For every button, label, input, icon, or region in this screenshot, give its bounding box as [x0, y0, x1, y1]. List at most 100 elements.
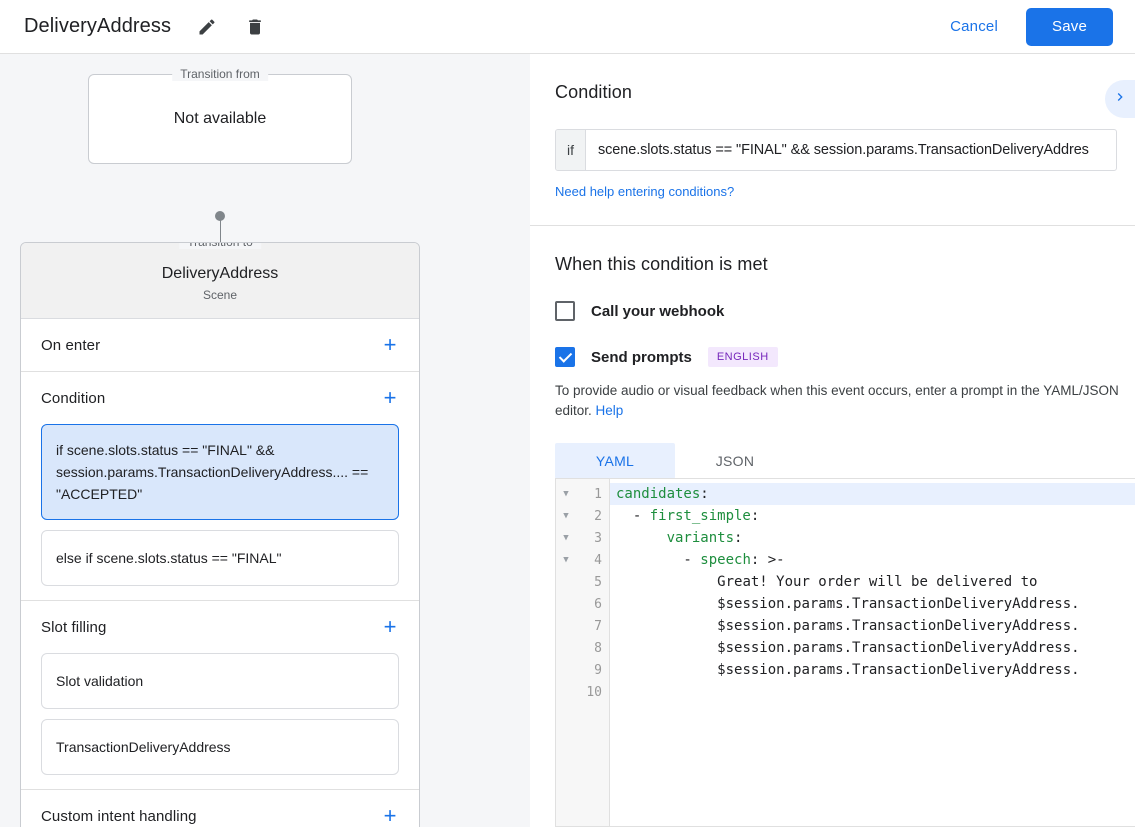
line-number: 3: [594, 530, 602, 546]
line-number: 6: [594, 596, 602, 612]
pencil-icon: [197, 17, 217, 37]
list-item-condition-else[interactable]: else if scene.slots.status == "FINAL": [41, 530, 399, 586]
section-title-condition: Condition: [41, 389, 106, 407]
fold-arrow-icon[interactable]: ▼: [563, 555, 569, 565]
editor-code-line: $session.params.TransactionDeliveryAddre…: [610, 637, 1135, 659]
line-number: 4: [594, 552, 602, 568]
prompts-description-text: To provide audio or visual feedback when…: [555, 383, 1119, 418]
code-indent: [616, 662, 717, 678]
editor-code-line: variants:: [610, 527, 1135, 549]
trash-icon: [245, 17, 265, 37]
section-title-slot-filling: Slot filling: [41, 618, 107, 636]
line-number: 10: [586, 684, 602, 700]
editor-code-line: candidates:: [610, 483, 1135, 505]
section-header-slot-filling[interactable]: Slot filling +: [21, 601, 419, 653]
condition-input[interactable]: [586, 130, 1116, 170]
tab-json[interactable]: JSON: [715, 453, 755, 469]
edit-name-button[interactable]: [193, 13, 221, 41]
add-custom-intent-icon[interactable]: +: [383, 803, 397, 827]
editor-line-number: 9: [556, 659, 609, 681]
editor-line-number: 8: [556, 637, 609, 659]
fold-arrow-icon[interactable]: ▼: [563, 489, 569, 499]
add-condition-icon[interactable]: +: [383, 385, 397, 410]
add-on-enter-icon[interactable]: +: [383, 332, 397, 357]
editor-line-number: ▼4: [556, 549, 609, 571]
code-punctuation-token: :: [734, 530, 743, 546]
prompts-help-link[interactable]: Help: [595, 403, 624, 418]
editor-line-number: ▼2: [556, 505, 609, 527]
when-condition-met-section: When this condition is met Call your web…: [530, 226, 1135, 479]
code-punctuation-token: :: [700, 486, 709, 502]
add-slot-filling-icon[interactable]: +: [383, 614, 397, 639]
section-custom-intent-handling: Custom intent handling +: [21, 790, 419, 827]
section-header-condition[interactable]: Condition +: [21, 372, 419, 424]
app-header: DeliveryAddress Cancel Save: [0, 0, 1135, 54]
section-title-custom-intent-handling: Custom intent handling: [41, 807, 197, 825]
condition-help-link[interactable]: Need help entering conditions?: [555, 184, 735, 199]
code-indent: [616, 596, 717, 612]
code-indent: -: [616, 508, 650, 524]
send-prompts-checkbox[interactable]: [555, 347, 575, 367]
transition-to-name: DeliveryAddress: [161, 265, 279, 282]
page-title: DeliveryAddress: [24, 15, 172, 37]
call-webhook-checkbox[interactable]: [555, 301, 575, 321]
section-title-on-enter: On enter: [41, 336, 101, 354]
left-panel: Transition from Not available Transition…: [0, 54, 530, 827]
list-item-slot-validation[interactable]: Slot validation: [41, 653, 399, 709]
editor-code-line: [610, 681, 1135, 703]
list-item-condition-selected[interactable]: if scene.slots.status == "FINAL" && sess…: [41, 424, 399, 520]
editor-line-number: 5: [556, 571, 609, 593]
condition-editor-section: Condition if Need help entering conditio…: [530, 54, 1135, 226]
code-key-token: speech: [700, 552, 751, 568]
line-number: 7: [594, 618, 602, 634]
transition-to-legend: Transition to: [179, 243, 261, 249]
condition-heading: Condition: [555, 82, 632, 102]
editor-line-number: 10: [556, 681, 609, 703]
editor-line-number: 7: [556, 615, 609, 637]
fold-arrow-icon[interactable]: ▼: [563, 511, 569, 521]
code-key-token: first_simple: [649, 508, 751, 524]
section-condition: Condition + if scene.slots.status == "FI…: [21, 372, 419, 601]
editor-line-number: ▼3: [556, 527, 609, 549]
condition-if-label: if: [556, 130, 586, 170]
transition-from-legend: Transition from: [172, 67, 268, 81]
code-text-token: $session.params.TransactionDeliveryAddre…: [717, 640, 1080, 656]
transition-to-header[interactable]: Transition to DeliveryAddress Scene: [21, 243, 419, 319]
line-number: 2: [594, 508, 602, 524]
line-number: 5: [594, 574, 602, 590]
webhook-row[interactable]: Call your webhook: [555, 301, 1110, 321]
section-header-custom-intent-handling[interactable]: Custom intent handling +: [21, 790, 419, 827]
fold-arrow-icon[interactable]: ▼: [563, 533, 569, 543]
send-prompts-label: Send prompts: [591, 348, 692, 366]
cancel-button[interactable]: Cancel: [938, 10, 1010, 43]
editor-line-number: ▼1: [556, 483, 609, 505]
list-item-transaction-delivery-address[interactable]: TransactionDeliveryAddress: [41, 719, 399, 775]
send-prompts-row[interactable]: Send prompts ENGLISH: [555, 347, 1110, 367]
code-key-token: candidates: [616, 486, 701, 502]
editor-code-line: $session.params.TransactionDeliveryAddre…: [610, 593, 1135, 615]
transition-from-value: Not available: [173, 110, 267, 127]
collapse-panel-button[interactable]: [1105, 80, 1135, 118]
section-header-on-enter[interactable]: On enter +: [21, 319, 419, 371]
transition-flow-diagram: Transition from Not available: [0, 54, 530, 276]
language-badge: ENGLISH: [707, 347, 778, 367]
when-condition-met-heading: When this condition is met: [555, 254, 768, 274]
save-button[interactable]: Save: [1026, 7, 1113, 46]
delete-button[interactable]: [241, 13, 269, 41]
code-text-token: $session.params.TransactionDeliveryAddre…: [717, 662, 1080, 678]
code-indent: [616, 640, 717, 656]
chevron-right-icon: [1112, 89, 1128, 110]
section-on-enter: On enter +: [21, 319, 419, 372]
tab-yaml[interactable]: YAML: [555, 443, 675, 479]
code-punctuation-token: : >-: [750, 552, 785, 568]
transition-from-card[interactable]: Transition from Not available: [88, 67, 352, 164]
code-text-token: $session.params.TransactionDeliveryAddre…: [717, 618, 1080, 634]
transition-to-type: Scene: [202, 288, 238, 302]
editor-code-area[interactable]: candidates: - first_simple: variants: - …: [610, 479, 1135, 826]
editor-code-line: $session.params.TransactionDeliveryAddre…: [610, 615, 1135, 637]
code-text-token: $session.params.TransactionDeliveryAddre…: [717, 596, 1080, 612]
code-indent: -: [616, 552, 701, 568]
editor-code-line: Great! Your order will be delivered to: [610, 571, 1135, 593]
